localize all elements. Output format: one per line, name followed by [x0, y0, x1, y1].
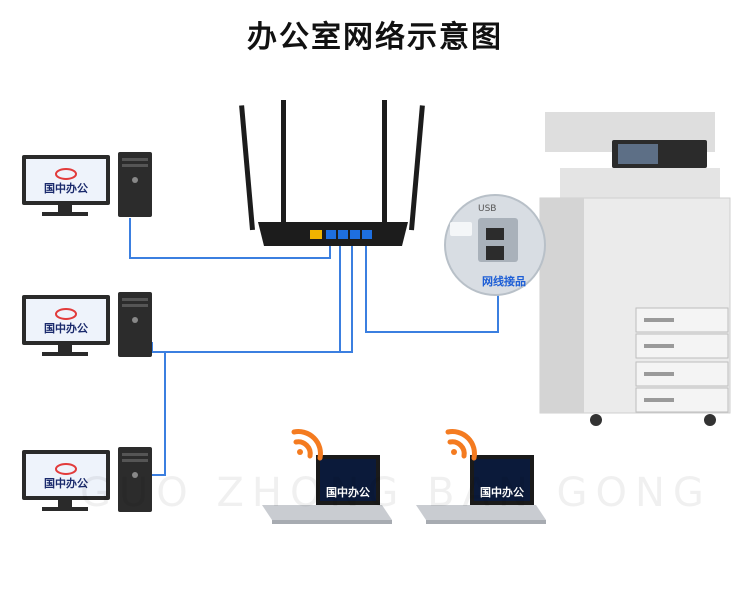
screen-logo-marks — [55, 168, 77, 475]
laptop2-screen-logo: 国中办公 — [480, 486, 524, 499]
cable-pc1-router — [129, 218, 331, 259]
brand-watermark: GUO ZHONG BAN GONG — [80, 470, 712, 516]
wifi-icon — [291, 429, 323, 461]
laptop-2 — [416, 455, 546, 524]
diagram-title: 办公室网络示意图 — [247, 20, 503, 55]
printer-port-zoom — [444, 194, 546, 296]
router — [239, 100, 425, 246]
desktop-pc-2 — [22, 292, 152, 357]
cable-pc3-router — [152, 240, 353, 476]
usb-label: USB — [478, 204, 497, 214]
pc1-screen-logo: 国中办公 — [44, 182, 88, 195]
laptop-1 — [262, 455, 392, 524]
printer-port-label: 网线接品 — [482, 275, 526, 288]
wifi-icon — [445, 429, 477, 461]
laptop1-screen-logo: 国中办公 — [326, 486, 370, 499]
pc2-screen-logo: 国中办公 — [44, 322, 88, 335]
cable-printer-router — [365, 240, 499, 333]
pc3-screen-logo: 国中办公 — [44, 477, 88, 490]
printer — [539, 112, 731, 426]
cable-pc2-router — [151, 240, 341, 353]
